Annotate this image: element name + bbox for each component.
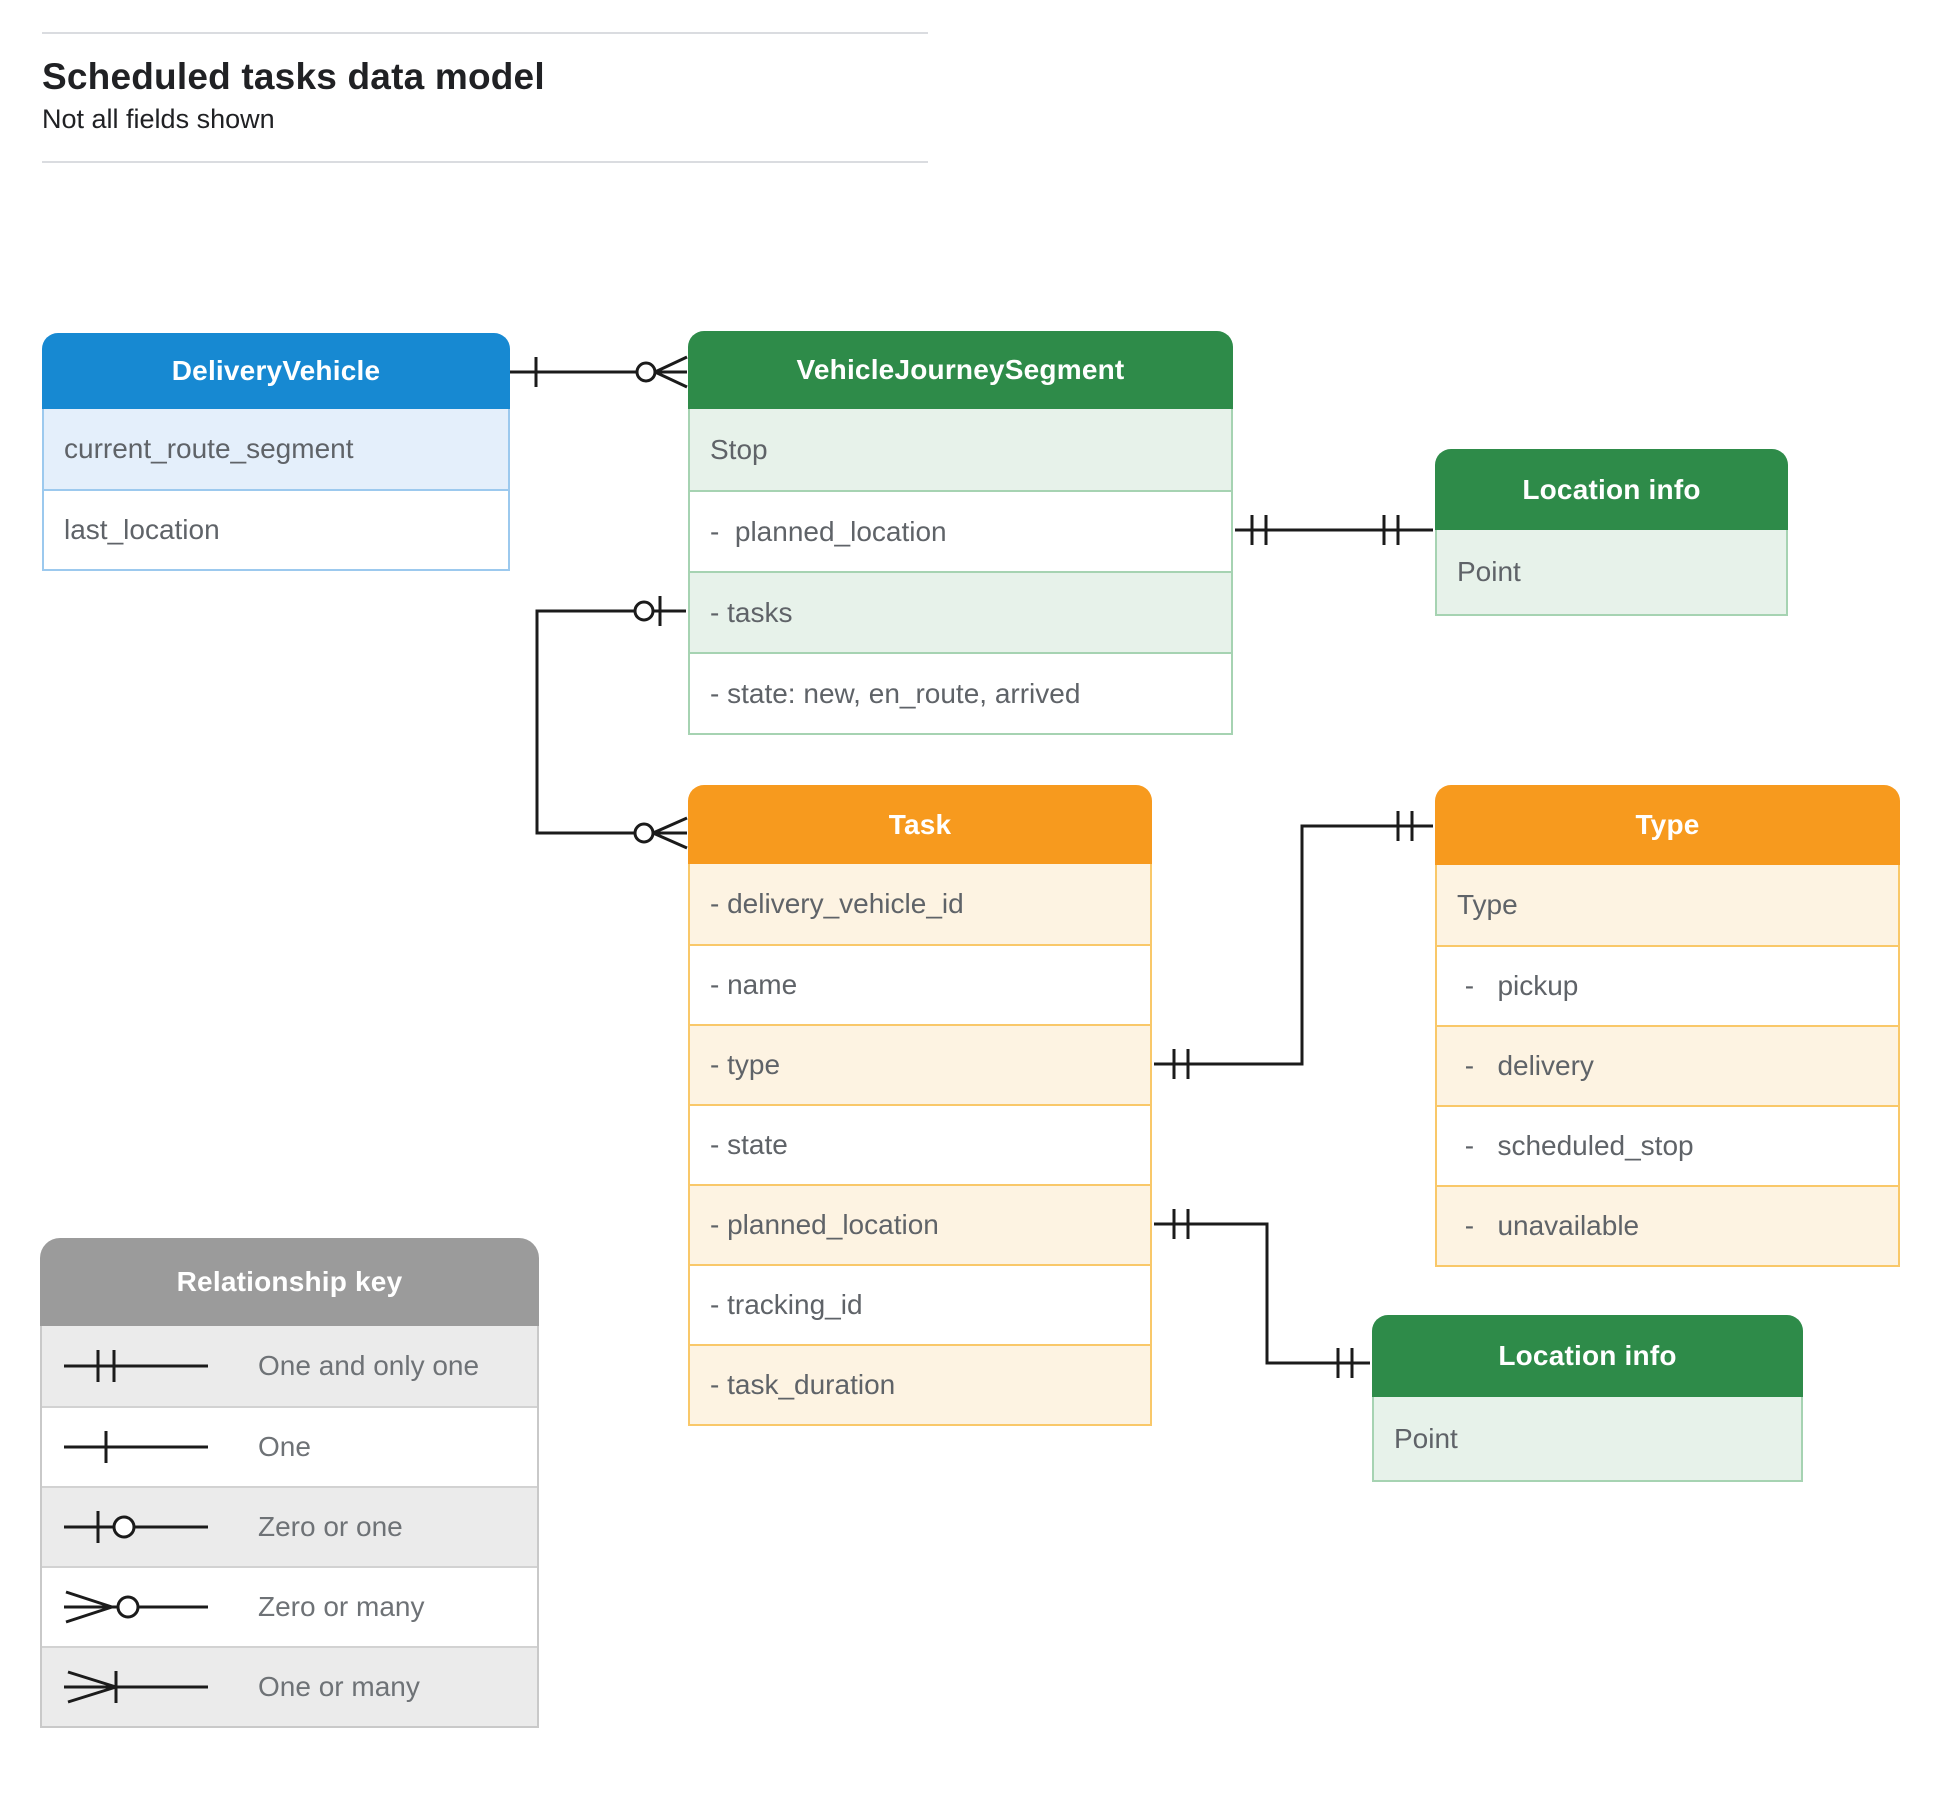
legend-item-one: One	[42, 1406, 537, 1486]
connector-tasks-task	[535, 596, 688, 850]
field-planned-location: - planned_location	[690, 490, 1231, 571]
entity-vehicle-journey-segment: VehicleJourneySegment Stop - planned_loc…	[688, 331, 1233, 735]
field-tasks: - tasks	[690, 571, 1231, 652]
one-and-only-one-icon	[64, 1350, 208, 1382]
legend-label: One and only one	[258, 1350, 480, 1381]
field-scheduled-stop: - scheduled_stop	[1437, 1105, 1898, 1185]
legend-label: One or many	[258, 1671, 420, 1702]
relationship-key-header: Relationship key	[40, 1238, 539, 1326]
entity-task: Task - delivery_vehicle_id - name - type…	[688, 785, 1152, 1426]
top-divider	[42, 32, 928, 34]
page-subtitle: Not all fields shown	[42, 104, 275, 134]
field-task-state: - state	[690, 1104, 1150, 1184]
connector-taskplannedlocation-locationinfo	[1154, 1209, 1370, 1378]
relationship-key: Relationship key One and only one One Ze…	[40, 1238, 539, 1728]
connector-plannedlocation-locationinfo	[1235, 515, 1433, 545]
entity-header-delivery-vehicle: DeliveryVehicle	[42, 333, 510, 409]
entity-header-location-info-bottom: Location info	[1372, 1315, 1803, 1397]
entity-delivery-vehicle: DeliveryVehicle current_route_segment la…	[42, 333, 510, 571]
field-task-duration: - task_duration	[690, 1344, 1150, 1424]
entity-header-vehicle-journey-segment: VehicleJourneySegment	[688, 331, 1233, 409]
field-task-planned-location: - planned_location	[690, 1184, 1150, 1264]
legend-item-one-or-many: One or many	[42, 1646, 537, 1726]
legend-label: Zero or one	[258, 1511, 403, 1542]
entity-location-info-top: Location info Point	[1435, 449, 1788, 616]
one-icon	[64, 1431, 208, 1463]
legend-label: Zero or many	[258, 1591, 425, 1622]
field-unavailable: - unavailable	[1437, 1185, 1898, 1265]
field-stop: Stop	[690, 409, 1231, 490]
zero-or-many-icon	[64, 1590, 208, 1624]
field-last-location: last_location	[44, 489, 508, 569]
entity-location-info-bottom: Location info Point	[1372, 1315, 1803, 1482]
one-or-many-icon	[64, 1670, 208, 1704]
field-delivery-vehicle-id: - delivery_vehicle_id	[690, 864, 1150, 944]
field-type-title: Type	[1437, 865, 1898, 945]
entity-header-type: Type	[1435, 785, 1900, 865]
connector-tasktype-type	[1154, 811, 1433, 1079]
field-point-bottom: Point	[1374, 1397, 1801, 1480]
legend-item-zero-or-many: Zero or many	[42, 1566, 537, 1646]
field-name: - name	[690, 944, 1150, 1024]
legend-item-zero-or-one: Zero or one	[42, 1486, 537, 1566]
zero-or-one-icon	[64, 1511, 208, 1543]
field-tracking-id: - tracking_id	[690, 1264, 1150, 1344]
entity-header-location-info-top: Location info	[1435, 449, 1788, 530]
field-point-top: Point	[1437, 530, 1786, 614]
field-pickup: - pickup	[1437, 945, 1898, 1025]
connector-deliveryvehicle-vehiclejourneysegment	[510, 355, 688, 389]
legend-item-one-and-only-one: One and only one	[42, 1326, 537, 1406]
entity-type: Type Type - pickup - delivery - schedule…	[1435, 785, 1900, 1267]
page-title: Scheduled tasks data model	[42, 56, 545, 97]
field-delivery: - delivery	[1437, 1025, 1898, 1105]
entity-header-task: Task	[688, 785, 1152, 864]
legend-label: One	[258, 1431, 311, 1462]
title-divider	[42, 161, 928, 163]
field-current-route-segment: current_route_segment	[44, 409, 508, 489]
field-type: - type	[690, 1024, 1150, 1104]
field-state: - state: new, en_route, arrived	[690, 652, 1231, 733]
